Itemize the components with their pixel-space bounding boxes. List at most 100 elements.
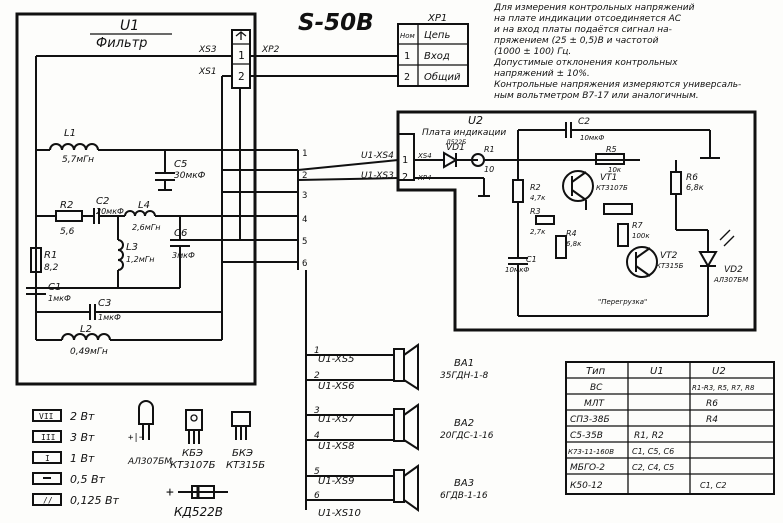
svg-text:I: I — [45, 454, 50, 463]
vd1-diode — [443, 151, 458, 169]
svg-text:5,7мГн: 5,7мГн — [62, 155, 94, 165]
u2-r4 — [555, 235, 567, 259]
svg-text:1: 1 — [404, 51, 410, 62]
title: S-50B — [298, 10, 374, 36]
u2-r2 — [512, 179, 524, 203]
svg-text:C1: C1 — [526, 255, 537, 264]
svg-text:С1, С2: С1, С2 — [700, 481, 726, 490]
svg-text:R2: R2 — [530, 183, 541, 192]
l1-coil — [49, 143, 99, 151]
svg-text:"Перегрузка": "Перегрузка" — [598, 298, 647, 306]
u2-frame — [396, 110, 757, 332]
svg-text:1,2мГн: 1,2мГн — [126, 255, 154, 264]
speaker-ba1: 1 2 U1-XS5 U1-XS6 ВА1 35ГДН-1-8 — [306, 343, 488, 392]
svg-text:C2: C2 — [96, 196, 109, 207]
svg-text:L3: L3 — [126, 242, 138, 253]
svg-text:5: 5 — [314, 467, 320, 477]
svg-text:КТ3107Б: КТ3107Б — [170, 460, 216, 471]
svg-text:R1-R3, R5, R7, R8: R1-R3, R5, R7, R8 — [692, 384, 755, 392]
svg-text:4,7к: 4,7к — [530, 194, 546, 202]
speaker-ba2: 3 4 U1-XS7 U1-XS8 ВА2 20ГДС-1-16 — [306, 403, 494, 452]
svg-text:напряжений ± 10%.: напряжений ± 10%. — [494, 69, 590, 79]
svg-text:Д522Б: Д522Б — [445, 139, 466, 146]
svg-text:L2: L2 — [80, 324, 92, 335]
svg-text:Ном: Ном — [400, 32, 416, 40]
svg-text:КТ315Б: КТ315Б — [656, 262, 684, 270]
svg-text:3: 3 — [302, 191, 307, 201]
speaker-ba3: 5 6 U1-XS9 U1-XS10 ВА3 6ГДВ-1-16 — [306, 464, 488, 519]
l4-coil — [124, 210, 156, 217]
svg-text:20мкФ: 20мкФ — [96, 207, 124, 216]
xp1-ref: XP1 — [427, 13, 447, 24]
svg-text:пряжением (25 ± 0,5)В и частот: пряжением (25 ± 0,5)В и частотой — [494, 36, 659, 46]
svg-text:6,8к: 6,8к — [566, 240, 582, 248]
u2-r5 — [595, 153, 625, 165]
vt2-transistor — [626, 246, 658, 278]
svg-text:ВА2: ВА2 — [454, 418, 474, 429]
svg-text:U1-XS8: U1-XS8 — [318, 441, 355, 452]
svg-text:Общий: Общий — [424, 71, 461, 83]
svg-text:1: 1 — [402, 155, 408, 166]
svg-text:ВА3: ВА3 — [454, 478, 474, 489]
svg-text:U1-XS3: U1-XS3 — [361, 171, 394, 181]
u1-name: Фильтр — [96, 36, 147, 51]
pinout-led: +|− АЛ307БМ — [127, 400, 172, 467]
svg-text:10мкФ: 10мкФ — [505, 266, 529, 274]
svg-text:U2: U2 — [468, 114, 483, 127]
svg-text:3мкФ: 3мкФ — [172, 251, 195, 260]
svg-text:1: 1 — [314, 346, 320, 356]
xp1-box — [397, 23, 469, 87]
svg-text:КБЭ: КБЭ — [182, 448, 203, 459]
svg-text:2,6мГн: 2,6мГн — [132, 223, 160, 232]
svg-text:C2: C2 — [578, 117, 590, 127]
svg-text:2: 2 — [402, 172, 408, 183]
u1-ref: U1 — [120, 18, 139, 34]
svg-text:ным вольтметром В7-17 или анал: ным вольтметром В7-17 или аналогичным. — [494, 91, 699, 101]
svg-text:10: 10 — [484, 165, 494, 174]
pinout-kt3107: КБЭ КТ3107Б — [170, 409, 216, 471]
u2-r6 — [670, 171, 682, 195]
svg-text:1: 1 — [302, 149, 307, 159]
svg-text:R3: R3 — [530, 207, 541, 216]
svg-text:(1000 ± 100) Гц.: (1000 ± 100) Гц. — [494, 47, 571, 57]
svg-text:VT2: VT2 — [660, 251, 678, 261]
svg-text:C1: C1 — [48, 282, 61, 293]
svg-text:R2: R2 — [60, 200, 73, 211]
u2-r3 — [535, 215, 555, 225]
svg-text:Цепь: Цепь — [424, 30, 450, 41]
svg-text:6ГДВ-1-16: 6ГДВ-1-16 — [440, 491, 488, 501]
power-legend: VII 2 Вт III 3 Вт I 1 Вт 0,5 Вт // 0,125… — [32, 409, 120, 507]
svg-text:C6: C6 — [174, 228, 187, 239]
svg-text:R7: R7 — [632, 221, 644, 230]
svg-text:20ГДС-1-16: 20ГДС-1-16 — [440, 431, 494, 441]
svg-text:XS4: XS4 — [417, 152, 432, 160]
svg-text:1: 1 — [238, 49, 245, 62]
u2-r7 — [617, 223, 629, 247]
svg-text:35ГДН-1-8: 35ГДН-1-8 — [440, 371, 488, 381]
xs3-label: XS3 — [198, 45, 217, 55]
svg-text:R6: R6 — [686, 173, 698, 183]
u1-frame — [15, 12, 257, 386]
svg-text:U1-XS9: U1-XS9 — [318, 476, 355, 487]
pinout-diode: + КД522В — [166, 485, 228, 519]
u1-r2 — [55, 210, 83, 222]
svg-text:4: 4 — [302, 215, 307, 225]
svg-text:2: 2 — [302, 171, 307, 181]
svg-text:L4: L4 — [138, 200, 150, 211]
svg-text:на плате индикации отсоединяет: на плате индикации отсоединяется АС — [494, 14, 682, 24]
svg-text:ВА1: ВА1 — [454, 358, 474, 369]
svg-text:КТ315Б: КТ315Б — [226, 460, 265, 471]
svg-text:VD2: VD2 — [724, 265, 743, 275]
svg-text:МЛТ: МЛТ — [584, 399, 606, 409]
svg-text:+|−: +|− — [128, 433, 145, 443]
svg-text:Плата индикации: Плата индикации — [422, 128, 506, 138]
xp2-label: XP2 — [261, 45, 280, 55]
u2-r7-top — [603, 203, 633, 215]
svg-text:Контрольные напряжения измеряю: Контрольные напряжения измеряются универ… — [494, 80, 741, 90]
svg-text:2: 2 — [314, 371, 320, 381]
vt1-transistor — [562, 170, 594, 202]
svg-text:R1, R2: R1, R2 — [634, 431, 664, 441]
svg-text:10к: 10к — [608, 166, 622, 174]
svg-text:С5-35В: С5-35В — [570, 431, 603, 441]
